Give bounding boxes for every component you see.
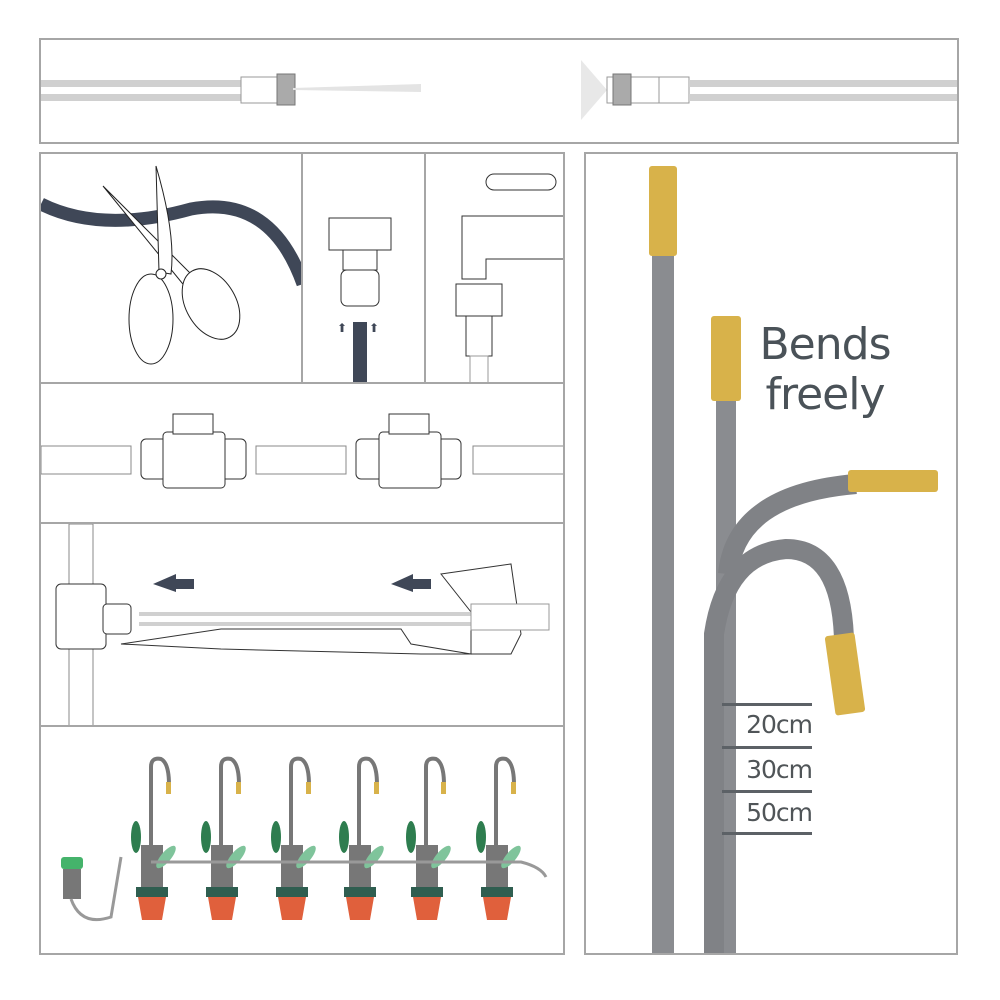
bends-freely-panel	[584, 152, 958, 955]
step-tee-panel	[39, 382, 565, 524]
faucet-icon	[455, 173, 563, 382]
length-label-50cm: 50cm	[746, 798, 813, 827]
tee-connectors-icon	[41, 413, 563, 489]
scissors-icon	[41, 165, 301, 365]
length-divider	[722, 703, 812, 706]
adapter-icon: ⬆ ⬆	[328, 217, 392, 382]
headline: Bends freely	[740, 320, 910, 420]
step-insert-panel: ⬆ ⬆	[301, 152, 426, 384]
length-label-20cm: 20cm	[746, 710, 813, 739]
plant-row	[131, 756, 521, 920]
drip-line-plants-icon	[61, 756, 548, 922]
headline-line1: Bends	[759, 319, 892, 370]
svg-text:⬆: ⬆	[337, 321, 347, 335]
step-stake-panel	[39, 522, 565, 727]
length-label-30cm: 30cm	[746, 755, 813, 784]
length-divider	[722, 790, 812, 793]
length-divider	[722, 746, 812, 749]
length-divider	[722, 832, 812, 835]
headline-line2: freely	[765, 369, 885, 420]
flexible-hoses-illustration	[649, 166, 938, 953]
step-plants-panel	[39, 725, 565, 955]
hose-coupling-illustration	[41, 60, 957, 120]
svg-text:⬆: ⬆	[369, 321, 379, 335]
top-banner-panel	[39, 38, 959, 144]
step-cut-panel	[39, 152, 303, 384]
step-faucet-panel	[424, 152, 565, 384]
stake-icon	[55, 524, 550, 725]
